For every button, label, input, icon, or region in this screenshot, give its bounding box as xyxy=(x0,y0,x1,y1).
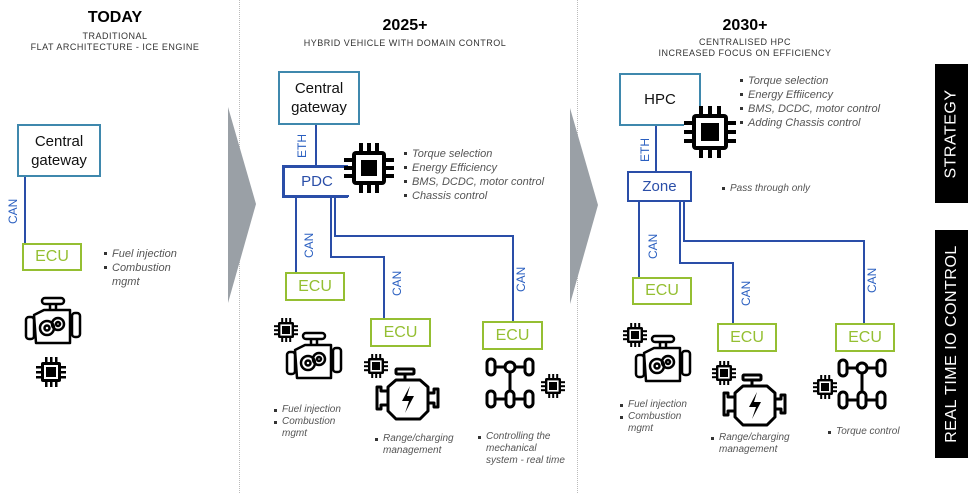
gateway-text: gateway xyxy=(291,99,347,116)
hpc-box: HPC xyxy=(619,73,701,126)
gateway-text: Central xyxy=(294,80,344,97)
bullet-item: Combustion mgmt xyxy=(620,411,705,435)
ecu-box: ECU xyxy=(835,323,895,352)
transition-arrow-1 xyxy=(228,107,256,303)
processor-chip-icon xyxy=(684,106,736,158)
transition-arrow-2 xyxy=(570,108,598,304)
ecu-box: ECU xyxy=(370,318,431,347)
realtime-band: REAL TIME IO CONTROL xyxy=(935,230,968,458)
bullet-item: Combustion mgmt xyxy=(104,261,194,289)
ecu-box: ECU xyxy=(285,272,345,301)
bullet-item: Fuel injection xyxy=(620,399,705,411)
bullet-item: Torque selection xyxy=(404,147,579,161)
can-label: CAN xyxy=(739,280,753,306)
bullet-item: Energy Effiicency xyxy=(740,88,915,102)
bullet-item: Range/charging management xyxy=(711,432,801,456)
processor-chip-icon xyxy=(541,374,565,398)
bullet-item: Fuel injection xyxy=(104,247,194,261)
bullet-item: Combustion mgmt xyxy=(274,416,359,440)
bullet-item: BMS, DCDC, motor control xyxy=(740,102,915,116)
bullet-item: Pass through only xyxy=(722,182,842,196)
ecu-box: ECU xyxy=(632,277,692,305)
zone-controller: Zone xyxy=(627,171,692,202)
bullet-item: Energy Efficiency xyxy=(404,161,579,175)
central-gateway: Central gateway xyxy=(278,71,360,125)
can-label: CAN xyxy=(646,233,660,259)
gateway-text: Central xyxy=(34,132,84,150)
ecu-bullets: Fuel injection Combustion mgmt xyxy=(104,247,194,289)
bullet-item: BMS, DCDC, motor control xyxy=(404,175,579,189)
processor-chip-icon xyxy=(344,143,394,193)
ecu-bullets: Range/charging management xyxy=(375,433,465,457)
realtime-label: REAL TIME IO CONTROL xyxy=(942,245,960,443)
processor-chip-icon xyxy=(36,357,66,387)
ecu-box: ECU xyxy=(717,323,777,352)
column-subtitle: TRADITIONAL FLAT ARCHITECTURE - ICE ENGI… xyxy=(10,31,220,53)
central-gateway: Central gateway xyxy=(17,124,101,177)
chassis-drivetrain-icon xyxy=(837,358,887,410)
strategy-band: STRATEGY xyxy=(935,64,968,203)
column-title: 2025+ xyxy=(382,17,428,34)
bullet-item: Torque selection xyxy=(740,74,915,88)
eth-label: ETH xyxy=(638,138,652,162)
zone-bullets: Pass through only xyxy=(722,182,842,196)
engine-warning-icon xyxy=(722,373,787,427)
pdc-domain-controller: PDC xyxy=(283,166,349,197)
ecu-bullets: Fuel injection Combustion mgmt xyxy=(620,399,705,435)
ecu-bullets: Range/charging management xyxy=(711,432,801,456)
bullet-item: Range/charging management xyxy=(375,433,465,457)
ecu-box: ECU xyxy=(22,243,82,271)
column-subtitle: HYBRID VEHICLE WITH DOMAIN CONTROL xyxy=(280,38,530,49)
bullet-item: Chassis control xyxy=(404,189,579,203)
subtitle-line: FLAT ARCHITECTURE - ICE ENGINE xyxy=(30,42,200,52)
subtitle-line: TRADITIONAL xyxy=(82,31,148,41)
column-subtitle: CENTRALISED HPC INCREASED FOCUS ON EFFIC… xyxy=(630,37,860,59)
gateway-text: gateway xyxy=(31,151,87,169)
ecu-box: ECU xyxy=(482,321,543,350)
ecu-bullets: Torque control xyxy=(828,426,928,438)
engine-gears-icon xyxy=(24,296,82,345)
bullet-item: Fuel injection xyxy=(274,404,359,416)
hpc-bullets: Torque selection Energy Effiicency BMS, … xyxy=(740,74,915,130)
ecu-bullets: Controlling the mechanical system - real… xyxy=(478,431,568,467)
engine-warning-icon xyxy=(375,367,440,421)
pdc-bullets: Torque selection Energy Efficiency BMS, … xyxy=(404,147,579,203)
bullet-item: Adding Chassis control xyxy=(740,116,915,130)
strategy-label: STRATEGY xyxy=(942,88,960,179)
ecu-bullets: Fuel injection Combustion mgmt xyxy=(274,404,359,440)
engine-gears-icon xyxy=(285,331,343,380)
subtitle-line: INCREASED FOCUS ON EFFICIENCY xyxy=(658,48,832,58)
column-title: TODAY xyxy=(87,9,143,26)
column-title: 2030+ xyxy=(722,17,768,34)
chassis-drivetrain-icon xyxy=(485,357,535,409)
subtitle-line: CENTRALISED HPC xyxy=(698,37,791,47)
subtitle-line: HYBRID VEHICLE WITH DOMAIN CONTROL xyxy=(303,38,507,48)
bullet-item: Torque control xyxy=(828,426,928,438)
engine-gears-icon xyxy=(634,334,692,383)
bullet-item: Controlling the mechanical system - real… xyxy=(478,431,568,467)
processor-chip-icon xyxy=(813,375,837,399)
can-label: CAN xyxy=(865,267,879,293)
